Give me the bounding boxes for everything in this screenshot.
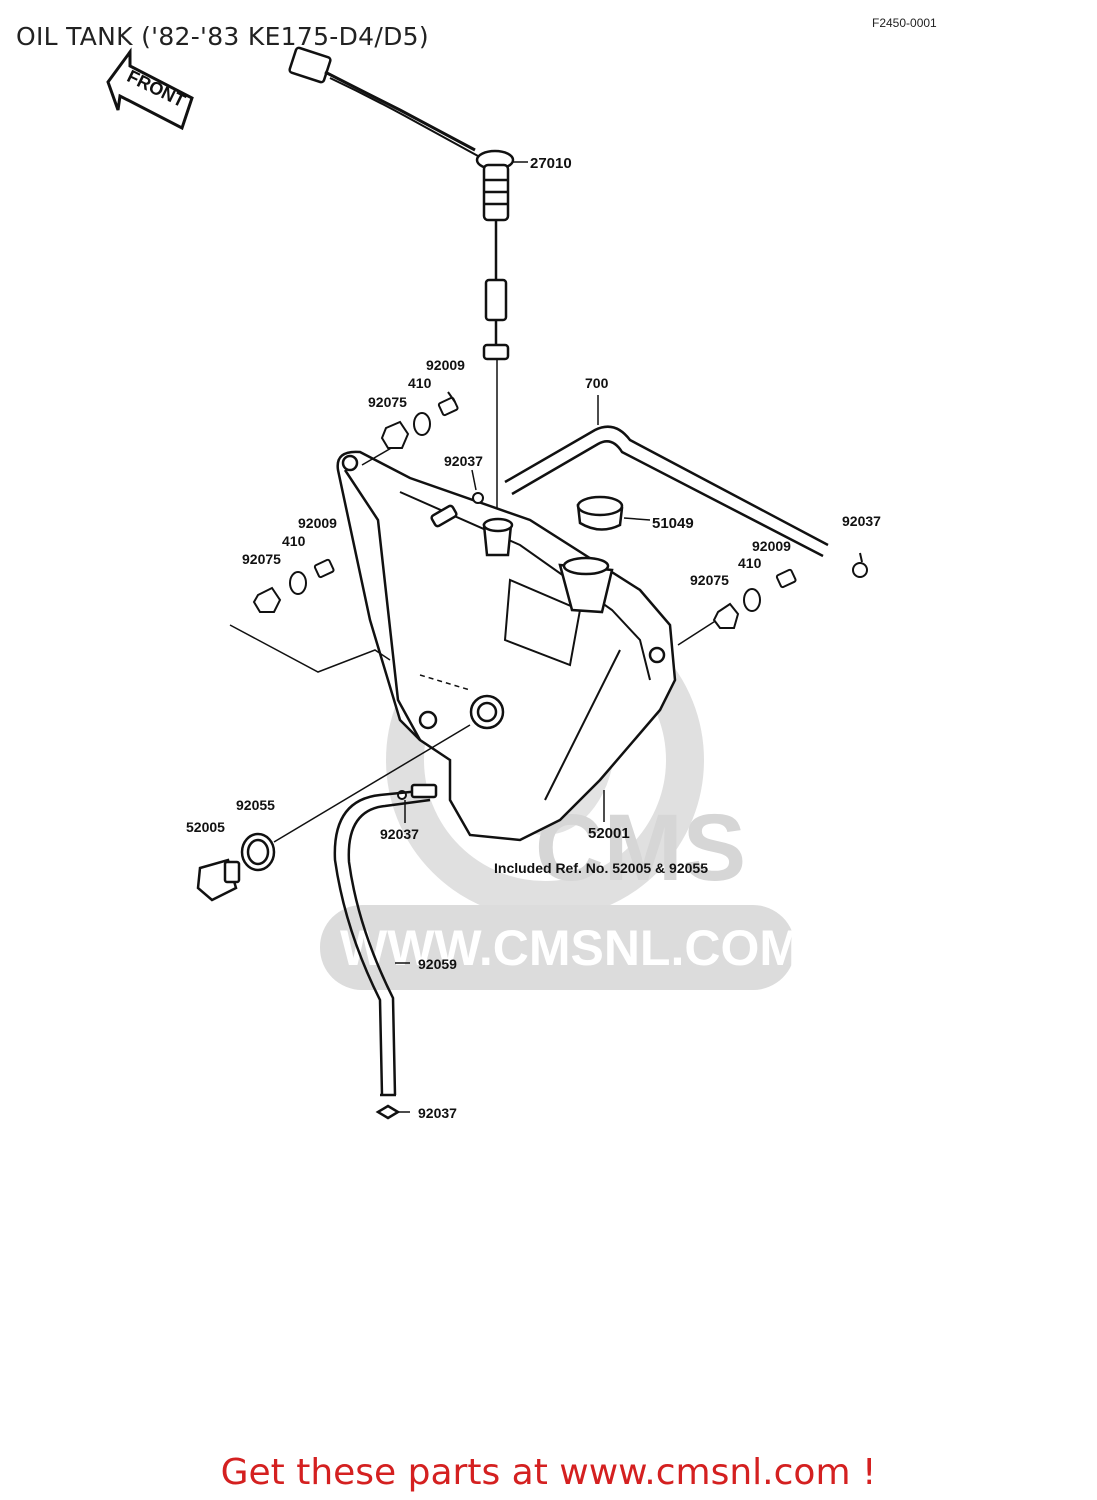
label-92037-c: 92037 [380, 826, 419, 842]
drain-hose-icon [333, 783, 438, 1120]
fastener-group-upper-icon [380, 391, 459, 449]
label-92055: 92055 [236, 797, 275, 813]
label-92037-b: 92037 [842, 513, 881, 529]
watermark-logo: CMS [535, 795, 746, 901]
diagram-code: F2450-0001 [872, 16, 937, 30]
label-92037-a: 92037 [444, 453, 483, 469]
fastener-group-left-icon [252, 558, 335, 613]
leader-lines [404, 161, 605, 823]
label-27010: 27010 [530, 155, 572, 172]
label-92009-b: 92009 [298, 515, 337, 531]
fastener-group-right-icon [712, 568, 797, 629]
label-92037-d: 92037 [418, 1105, 457, 1121]
part-labels: 27010 92009 410 92075 700 92037 51049 92… [186, 155, 881, 1121]
label-92075-c: 92075 [690, 572, 729, 588]
label-92009-a: 92009 [426, 357, 465, 373]
front-arrow-icon: FRONT [106, 47, 194, 131]
label-410-a: 410 [408, 375, 432, 391]
label-92009-c: 92009 [752, 538, 791, 554]
page-title: OIL TANK ('82-'83 KE175-D4/D5) [16, 22, 429, 51]
label-92075-b: 92075 [242, 551, 281, 567]
level-sensor-icon [288, 46, 515, 520]
label-52005: 52005 [186, 819, 225, 835]
included-note: Included Ref. No. 52005 & 92055 [494, 860, 708, 876]
oil-tank-icon [336, 450, 677, 842]
label-92059: 92059 [418, 956, 457, 972]
label-92075-a: 92075 [368, 394, 407, 410]
label-410-c: 410 [738, 555, 762, 571]
watermark-url: WWW.CMSNL.COM [340, 920, 801, 976]
label-410-b: 410 [282, 533, 306, 549]
breather-hose-icon [504, 395, 829, 558]
drain-plug-icon [196, 724, 471, 902]
label-700: 700 [585, 375, 609, 391]
hose-clamp-icons [397, 492, 868, 800]
cta-link[interactable]: Get these parts at www.cmsnl.com ! [220, 1452, 877, 1493]
label-52001: 52001 [588, 825, 630, 842]
label-51049: 51049 [652, 515, 694, 532]
